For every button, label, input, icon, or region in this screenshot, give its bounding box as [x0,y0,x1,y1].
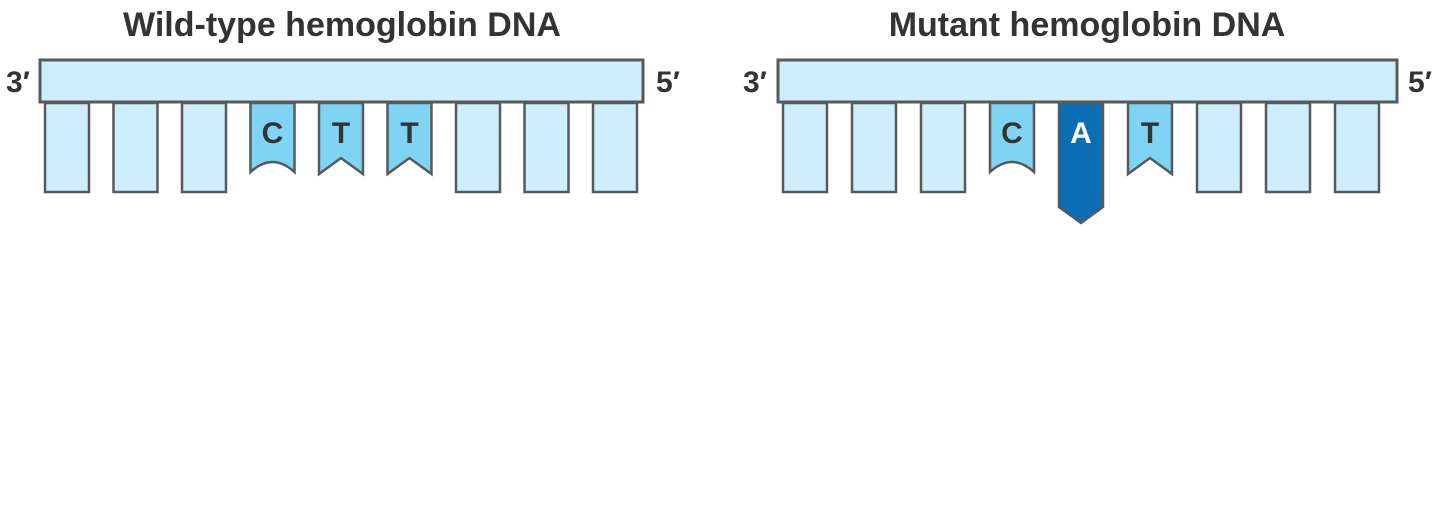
mutant-sugar-phosphate-backbone [776,58,1399,104]
mutant-title: Mutant hemoglobin DNA [889,6,1286,44]
wild-type-base-c-4 [249,101,296,175]
mutant-base-unlabeled-8 [1264,101,1312,194]
wild-type-base-t-5 [317,101,365,177]
wild-type-base-letter-4: C [262,117,284,150]
mutant-left-end-label: 3′ [743,66,767,99]
mutant-base-unlabeled-2 [850,101,898,194]
wild-type-base-unlabeled-1 [43,101,91,194]
mutant-base-unlabeled-9 [1333,101,1381,194]
wild-type-sugar-phosphate-backbone [38,58,645,104]
wild-type-panel: Wild-type hemoglobin DNA 3′ 5′ C T T [6,6,680,194]
wild-type-title: Wild-type hemoglobin DNA [123,6,561,44]
wild-type-base-unlabeled-2 [112,101,159,194]
mutant-base-letter-5: A [1070,117,1092,150]
wild-type-base-unlabeled-3 [180,101,228,194]
mutant-panel: Mutant hemoglobin DNA 3′ 5′ C A T [743,6,1432,225]
wild-type-base-t-6 [386,101,433,177]
mutant-base-letter-6: T [1141,117,1159,150]
mutant-base-t-6 [1126,101,1174,177]
wild-type-base-unlabeled-8 [523,101,570,194]
mutant-base-unlabeled-3 [919,101,967,194]
mutant-base-letter-4: C [1001,117,1023,150]
mutant-base-c-4 [988,101,1036,175]
wild-type-right-end-label: 5′ [656,66,680,99]
wild-type-left-end-label: 3′ [6,66,30,99]
wild-type-base-unlabeled-7 [454,101,502,194]
mutant-base-a-mutated-5 [1057,101,1105,225]
wild-type-base-letter-6: T [400,117,418,150]
wild-type-base-unlabeled-9 [591,101,639,194]
wild-type-base-letter-5: T [332,117,350,150]
mutant-base-unlabeled-1 [781,101,829,194]
mutant-right-end-label: 5′ [1408,66,1432,99]
mutant-base-unlabeled-7 [1195,101,1243,194]
